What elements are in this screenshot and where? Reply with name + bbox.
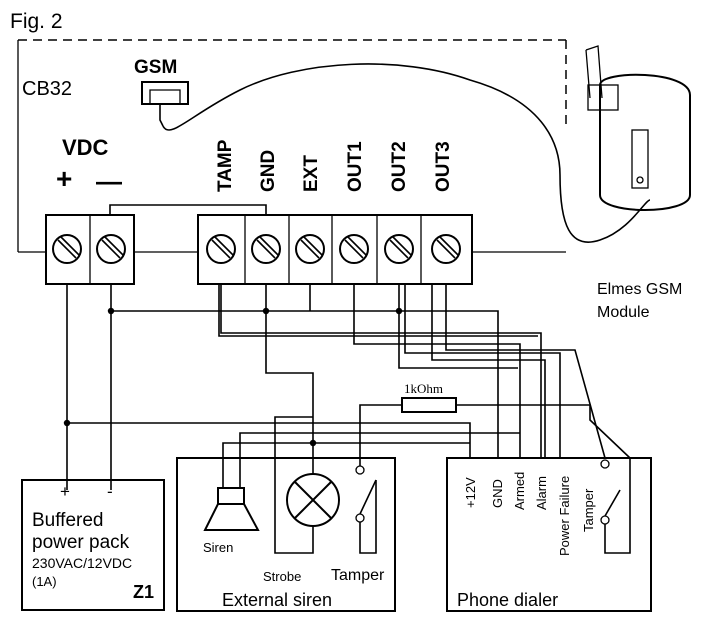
gsm-module-label-line1: Elmes GSM [597, 281, 682, 298]
resistor-label: 1kOhm [404, 381, 443, 396]
gsm-label: GSM [134, 57, 177, 78]
terminal-label-out2: OUT2 [389, 141, 410, 192]
screw-gnd [251, 234, 281, 264]
vdc-label: VDC [62, 135, 109, 160]
dialer-tamper-switch [600, 458, 631, 554]
siren-tamper-switch [355, 458, 377, 554]
vdc-minus: — [96, 166, 122, 196]
dialer-pin-power-failure: Power Failure [557, 476, 572, 556]
gnd-bridge [109, 204, 267, 215]
siren-horn [203, 458, 260, 531]
terminal-label-out3: OUT3 [433, 141, 454, 192]
phone-dialer-pin-labels: +12V GND Armed Alarm Power Failure Tampe… [463, 472, 596, 556]
power-pack-minus: - [107, 482, 113, 501]
phone-dialer-box [446, 457, 652, 612]
terminal-labels: TAMP GND EXT OUT1 OUT2 OUT3 [215, 139, 454, 192]
terminal-label-out1: OUT1 [345, 141, 366, 192]
screw-plus [52, 234, 82, 264]
terminal-label-gnd: GND [258, 150, 279, 192]
gsm-antenna-connector [141, 81, 189, 127]
external-siren-box [176, 457, 396, 612]
power-pack-box [21, 479, 165, 611]
phone-dialer-title: Phone dialer [457, 590, 558, 610]
figure-label: Fig. 2 [10, 10, 63, 33]
dialer-pin-tamper: Tamper [581, 488, 596, 532]
strobe-label: Strobe [263, 569, 301, 584]
screw-ext [295, 234, 325, 264]
gsm-module-label-line2: Module [597, 304, 650, 321]
board-outline [17, 39, 567, 253]
board-name: CB32 [22, 78, 72, 100]
terminal-block-power [45, 214, 198, 285]
power-pack-current: (1A) [32, 574, 57, 589]
gsm-module [585, 45, 691, 211]
resistor [401, 397, 457, 413]
screw-minus [96, 234, 126, 264]
terminal-block-io [197, 214, 566, 285]
dialer-pin-armed: Armed [512, 472, 527, 510]
power-pack-plus: + [60, 482, 70, 501]
screw-out2 [384, 234, 414, 264]
power-pack-id: Z1 [133, 582, 154, 602]
dialer-pin-12v: +12V [463, 477, 478, 508]
vdc-plus: + [56, 163, 72, 194]
gsm-cable [162, 63, 651, 243]
power-pack-line1: Buffered [32, 510, 103, 531]
external-siren-title: External siren [222, 590, 332, 610]
screw-tamp [206, 234, 236, 264]
strobe-lamp [274, 458, 340, 554]
terminal-label-ext: EXT [301, 155, 322, 192]
power-pack-line2: power pack [32, 532, 130, 553]
screw-out3 [431, 234, 461, 264]
dialer-pin-gnd: GND [490, 479, 505, 508]
dialer-pin-alarm: Alarm [534, 476, 549, 510]
wiring [63, 284, 631, 490]
terminal-label-tamp: TAMP [215, 139, 236, 192]
siren-tamper-label: Tamper [331, 567, 385, 584]
siren-label: Siren [203, 540, 233, 555]
power-pack-rating: 230VAC/12VDC [32, 555, 132, 571]
screw-out1 [339, 234, 369, 264]
